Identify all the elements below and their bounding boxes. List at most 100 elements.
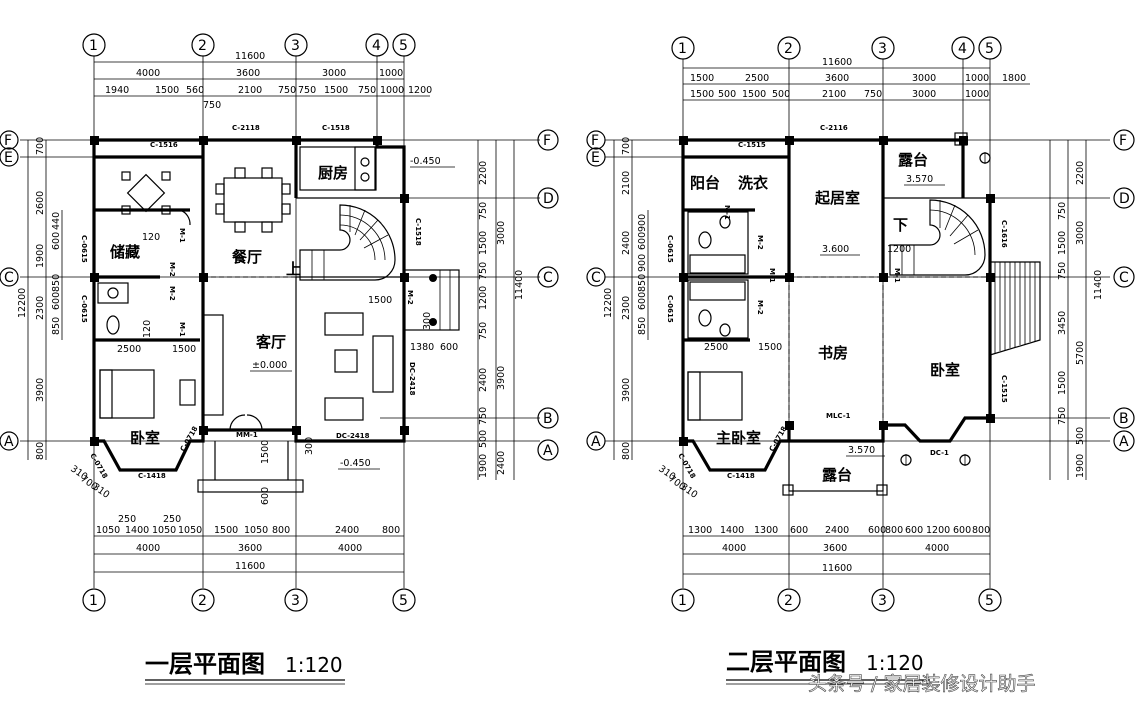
dim-text: 1000: [380, 85, 404, 96]
dim-text: 12200: [603, 288, 614, 318]
dim-text: 600: [440, 342, 458, 353]
axis-label: 4: [958, 41, 967, 57]
axis-label: 2: [198, 38, 207, 54]
exterior-stair-icon: [989, 261, 1041, 356]
dim-text: 1000: [965, 73, 989, 84]
dim-text: 3600: [236, 68, 260, 79]
window-tag: C-0718: [768, 425, 789, 453]
dim-text: 1400: [125, 525, 149, 536]
dim-text: 310: [678, 481, 699, 500]
dim-text: 600: [637, 232, 648, 250]
door-tag: M-1: [178, 322, 186, 337]
floor2-axis-left: F E C A: [586, 130, 606, 451]
dim-text: 2500: [117, 344, 141, 355]
dim-text: 2200: [1075, 161, 1086, 185]
dim-text: 900: [637, 214, 648, 232]
dim-text: 500: [1075, 427, 1086, 445]
dim-text: 560: [186, 85, 204, 96]
dim-text: 800: [972, 525, 990, 536]
bed-icon: [687, 371, 743, 421]
dim-text: 500: [478, 430, 489, 448]
dim-text: 4000: [722, 543, 746, 554]
level-mark: 3.600: [822, 244, 849, 255]
dim-text: 3000: [912, 89, 936, 100]
dim-text: 11600: [822, 563, 852, 574]
floor2-title: 二层平面图: [726, 648, 846, 676]
axis-label: 5: [399, 38, 408, 54]
window-tag: C-1516: [150, 141, 178, 149]
dim-text: 1200: [887, 244, 911, 255]
window-tag: C-0718: [179, 425, 200, 453]
room-label-master: 主卧室: [716, 429, 761, 447]
spiral-stair-icon: [889, 199, 986, 276]
door-tag: M-2: [168, 262, 176, 277]
axis-label: 3: [878, 41, 887, 57]
bed-icon: [99, 369, 155, 419]
dim-text: 11600: [822, 57, 852, 68]
dim-text: 2400: [825, 525, 849, 536]
dim-text: 440: [51, 212, 62, 230]
floor1-axis-left: F E C A: [0, 130, 19, 451]
dim-text: 11600: [235, 51, 265, 62]
door-tag: M-2: [406, 290, 414, 305]
window-tag: C-1616: [1000, 220, 1008, 248]
dim-text: 3900: [496, 366, 507, 390]
dim-text: 1050: [178, 525, 202, 536]
axis-label: B: [543, 411, 553, 427]
dim-text: 1050: [152, 525, 176, 536]
axis-label: A: [4, 434, 14, 450]
dim-text: 120: [142, 320, 153, 338]
dim-text: 800: [621, 442, 632, 460]
axis-label: E: [591, 150, 600, 166]
dim-text: 3600: [238, 543, 262, 554]
window-tag: C-0615: [80, 235, 88, 263]
dim-text: 750: [298, 85, 316, 96]
axis-label: C: [1119, 270, 1129, 286]
room-label-terrace-bottom: 露台: [822, 466, 852, 484]
dim-text: 600: [868, 525, 886, 536]
axis-label: E: [4, 150, 13, 166]
dim-text: 3900: [621, 378, 632, 402]
dim-text: 1500: [690, 89, 714, 100]
door-tag: M-2: [756, 300, 764, 315]
room-label-bedroom: 卧室: [930, 361, 960, 379]
dim-text: 11400: [514, 270, 525, 300]
window-tag: C-1418: [138, 472, 166, 480]
spiral-stair-icon: [299, 204, 396, 281]
level-mark: -0.450: [340, 458, 371, 469]
room-label-lounge: 起居室: [814, 189, 860, 207]
axis-label: 4: [372, 38, 381, 54]
dim-text: 500: [772, 89, 790, 100]
dim-text: 750: [1057, 202, 1068, 220]
room-label-laundry: 洗衣: [738, 174, 768, 192]
axis-label: C: [4, 270, 14, 286]
dim-text: 2200: [478, 161, 489, 185]
dim-text: 5700: [1075, 341, 1086, 365]
window-tag: C-0615: [666, 295, 674, 323]
dim-text: 1200: [926, 525, 950, 536]
window-tag: C-0718: [88, 452, 109, 480]
axis-label: 5: [985, 593, 994, 609]
axis-label: 5: [399, 593, 408, 609]
dim-text: 120: [142, 232, 160, 243]
door-tag: M-1: [723, 205, 731, 220]
dim-text: 850: [51, 274, 62, 292]
dim-text: 1300: [688, 525, 712, 536]
dim-text: 750: [478, 262, 489, 280]
room-label-bedroom: 卧室: [130, 429, 160, 447]
floor2-plan: 1 2 3 4 5 11600 1500 2500 3 600 3000 1000…: [586, 36, 1135, 685]
dim-text: 750: [478, 322, 489, 340]
dim-text: 750: [864, 89, 882, 100]
dim-text: 600: [790, 525, 808, 536]
door-tag: MLC-1: [826, 412, 851, 420]
dim-text: 2100: [822, 89, 846, 100]
floor2-axis-top: 1 2 3 4 5: [671, 36, 1002, 60]
dim-text: 2500: [704, 342, 728, 353]
dim-text: 300: [422, 312, 433, 330]
level-mark: 3.570: [906, 174, 933, 185]
dim-text: 700: [35, 137, 46, 155]
dim-text: 4000: [136, 543, 160, 554]
level-mark: 3.570: [848, 445, 875, 456]
window-tag: C-2118: [232, 124, 260, 132]
dim-text: 1200: [478, 286, 489, 310]
